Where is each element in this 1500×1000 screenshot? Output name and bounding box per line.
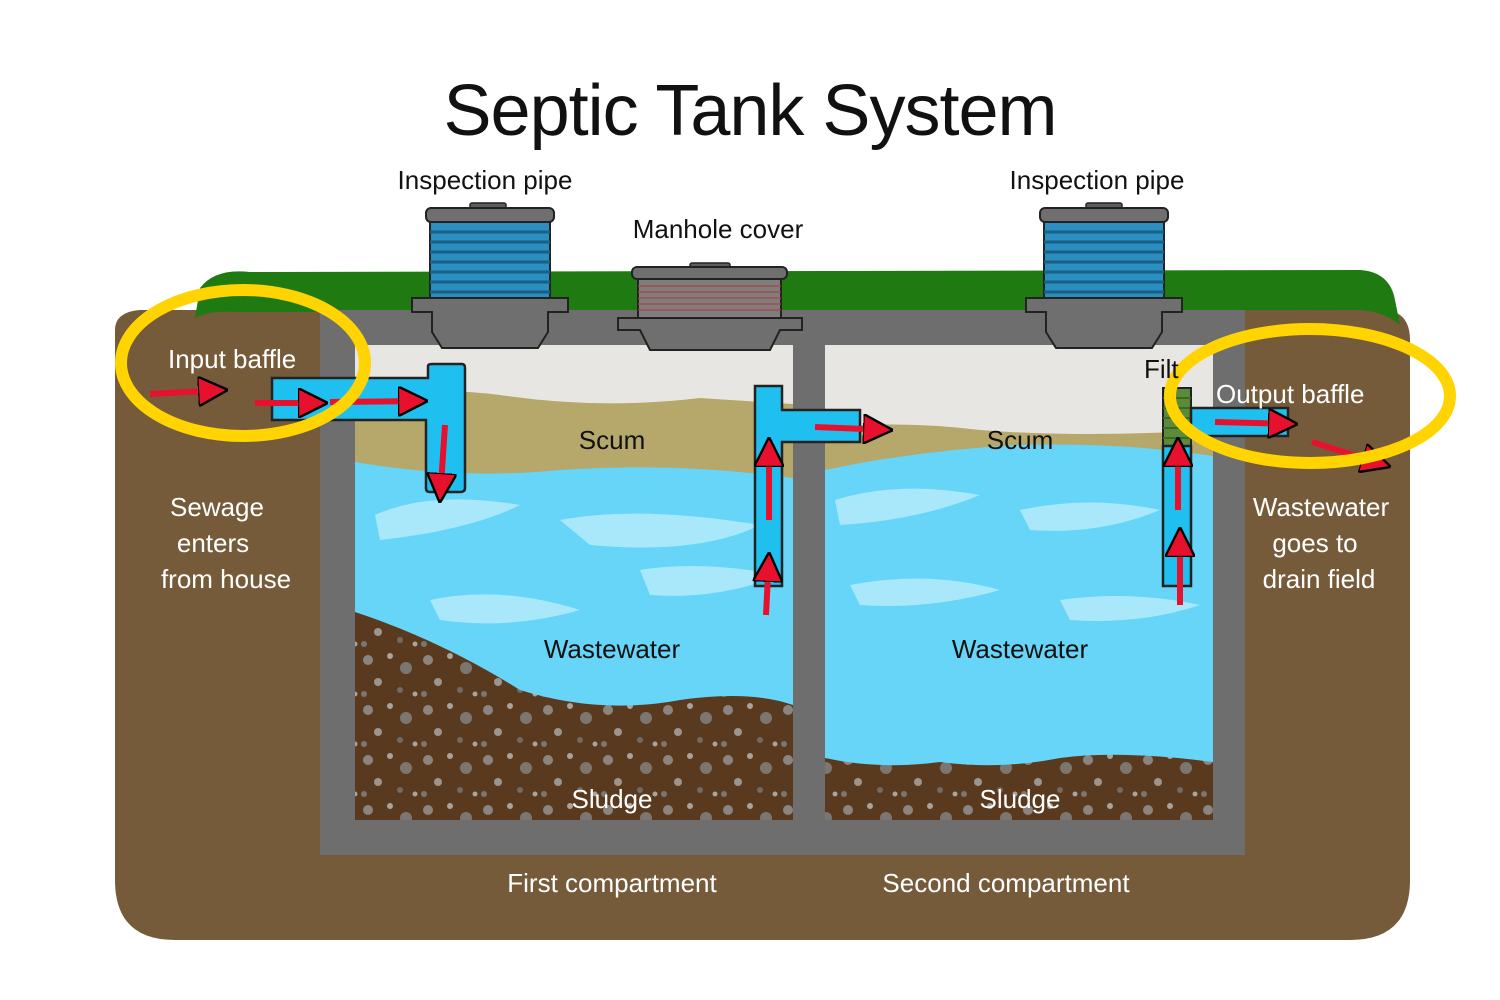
label-input-baffle: Input baffle <box>168 344 297 374</box>
flow-arrow-icon <box>149 390 1388 616</box>
label-sewage-line3: from house <box>160 564 292 594</box>
label-second-compartment: Second compartment <box>882 868 1130 898</box>
transfer-pipe <box>753 384 862 588</box>
label-wastewater-first: Wastewater <box>543 634 681 664</box>
label-output-baffle: Output baffle <box>1216 379 1365 409</box>
label-filter: Filt <box>1144 354 1179 384</box>
label-sludge-second: Sludge <box>979 784 1061 814</box>
inspection-pipe-icon-left <box>411 202 569 349</box>
label-scum-first: Scum <box>578 425 646 455</box>
label-sewage-line1: Sewage <box>170 492 264 522</box>
label-scum-second: Scum <box>986 425 1054 455</box>
label-first-compartment: First compartment <box>507 868 717 898</box>
label-manhole-cover: Manhole cover <box>632 214 804 244</box>
diagram-title: Septic Tank System <box>443 71 1058 151</box>
highlight-circle-icon-output <box>1164 323 1456 469</box>
label-drain-line1: Wastewater <box>1252 492 1390 522</box>
label-sewage-line2: enters <box>176 528 250 558</box>
inspection-pipe-icon-right <box>1025 202 1183 349</box>
label-drain-line3: drain field <box>1262 564 1376 594</box>
label-drain-line2: goes to <box>1272 528 1358 558</box>
label-wastewater-second: Wastewater <box>951 634 1089 664</box>
second-compartment-interior <box>825 345 1213 820</box>
label-inspection-pipe-right: Inspection pipe <box>1009 165 1185 195</box>
highlight-circle-icon-input <box>115 284 371 442</box>
manhole-cover-icon <box>617 262 803 351</box>
label-inspection-pipe-left: Inspection pipe <box>397 165 573 195</box>
label-sludge-first: Sludge <box>571 784 653 814</box>
